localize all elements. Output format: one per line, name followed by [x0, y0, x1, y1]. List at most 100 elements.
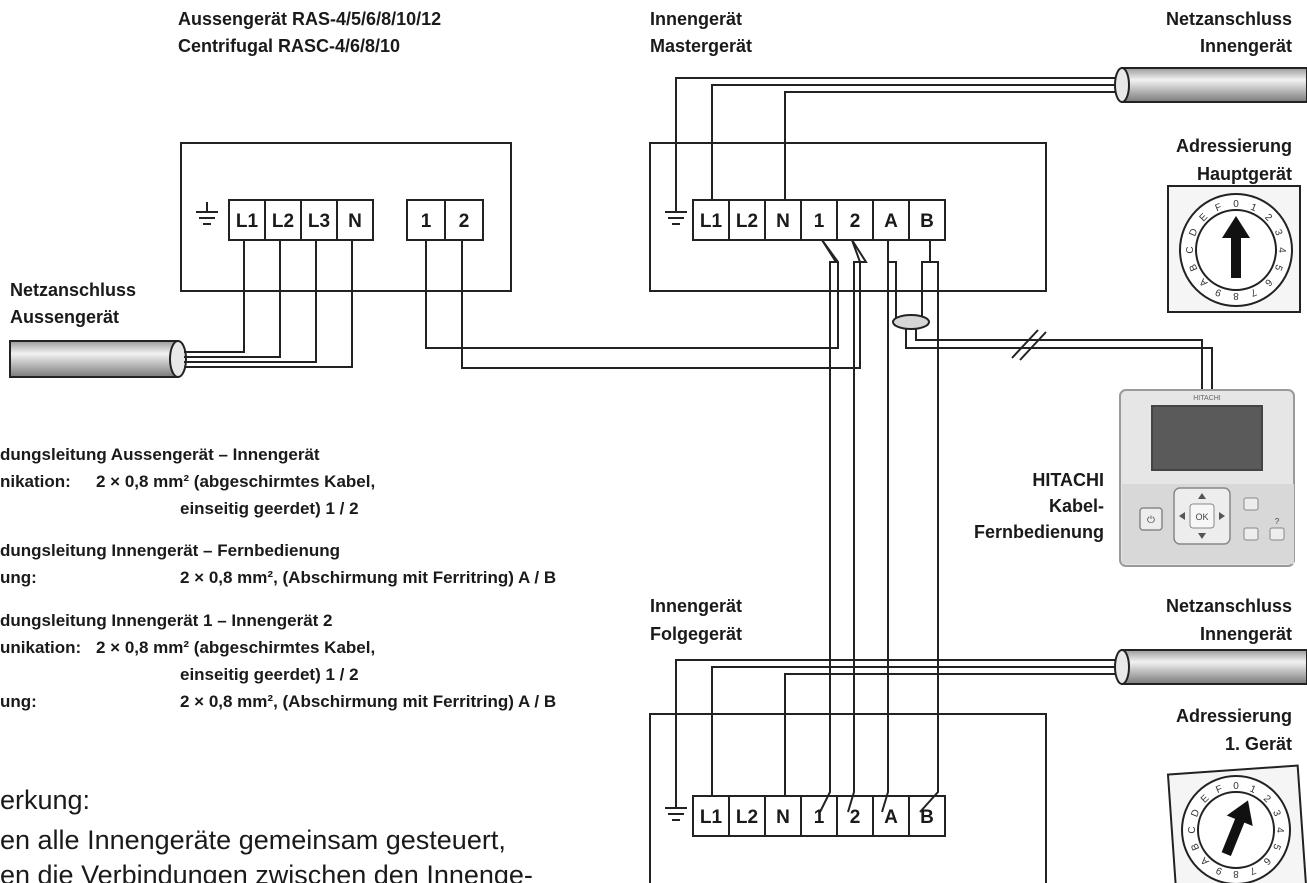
note-1-heading: dungsleitung Aussengerät – Innengerät — [0, 445, 320, 464]
dial-digit: B — [1189, 841, 1202, 852]
note-1-prefix: nikation: — [0, 472, 71, 491]
terminal-label: N — [348, 211, 362, 232]
outdoor-power-cable — [9, 340, 187, 378]
remark-line-2: en die Verbindungen zwischen den Innenge… — [0, 860, 533, 883]
remote-brand-text: HITACHI — [1193, 395, 1221, 402]
dial-digit: 5 — [1270, 842, 1282, 852]
remote-display — [1151, 405, 1263, 471]
terminal-label: L1 — [700, 807, 723, 828]
note-3-heading: dungsleitung Innengerät 1 – Innengerät 2 — [0, 611, 333, 630]
remote-name-label: Fernbedienung — [974, 522, 1104, 542]
terminal-label: 2 — [459, 211, 470, 232]
note-4-spec: 2 × 0,8 mm², (Abschirmung mit Ferritring… — [180, 692, 556, 711]
terminal-label: 1 — [421, 211, 432, 232]
help-icon: ? — [1275, 517, 1280, 526]
power-outdoor-sublabel: Aussengerät — [10, 307, 119, 327]
terminal-label: A — [884, 807, 898, 828]
follow-ground-icon — [665, 798, 687, 821]
dial-digit: 9 — [1213, 286, 1223, 298]
dial-digit: C — [1185, 246, 1196, 253]
power-indoor-bottom-label: Netzanschluss — [1166, 596, 1292, 616]
power-icon: ⏻ — [1147, 515, 1155, 526]
terminal-label: L3 — [308, 211, 330, 232]
remote-wires-master — [887, 240, 1213, 392]
power-outdoor-label: Netzanschluss — [10, 280, 136, 300]
dial-digit: D — [1188, 227, 1201, 238]
terminal-label: B — [920, 211, 934, 232]
terminal-label: N — [776, 211, 790, 232]
note-1-spec: 2 × 0,8 mm² (abgeschirmtes Kabel, — [96, 472, 375, 491]
terminal-label: L1 — [236, 211, 259, 232]
arrow-pointer-icon — [1221, 800, 1253, 856]
dial-digit: 0 — [1233, 199, 1239, 210]
note-4-prefix: ung: — [0, 692, 37, 711]
dial-digit: 8 — [1233, 868, 1239, 879]
terminal-label: 2 — [850, 211, 861, 232]
dial-digit: D — [1189, 808, 1202, 819]
master-power-wires — [675, 77, 1116, 202]
dial-digit: 5 — [1272, 263, 1284, 273]
master-unit-sublabel: Mastergerät — [650, 36, 752, 56]
arrow-right-icon — [1219, 512, 1225, 520]
follow-terminal-block: L1 L2 N 1 2 A B — [692, 795, 946, 837]
remark-heading: erkung: — [0, 785, 90, 815]
outdoor-terminal-block: L1 L2 L3 N — [228, 199, 374, 241]
outdoor-ground-icon — [196, 202, 218, 225]
remote-control[interactable]: HITACHI ⏻ OK ? — [1119, 389, 1295, 567]
master-unit-box — [649, 142, 1047, 292]
follow-power-wires — [675, 659, 1116, 798]
dial-digit: 3 — [1272, 228, 1284, 238]
terminal-label: N — [776, 807, 790, 828]
power-button[interactable] — [1139, 507, 1163, 531]
master-power-cable — [1114, 67, 1307, 103]
outdoor-power-wires — [184, 240, 353, 368]
dial-digit: 4 — [1276, 247, 1287, 253]
dial-digit: 3 — [1270, 809, 1282, 819]
dial-digit: 9 — [1214, 864, 1224, 876]
outdoor-unit-subtitle: Centrifugal RASC-4/6/8/10 — [178, 36, 400, 56]
addressing-main-label: Adressierung — [1176, 136, 1292, 156]
outdoor-unit-title: Aussengerät RAS-4/5/6/8/10/12 — [178, 9, 441, 29]
terminal-label: 2 — [850, 807, 861, 828]
follow-unit-label: Innengerät — [650, 596, 742, 616]
terminal-label: A — [884, 211, 898, 232]
ferrite-ring-icon — [892, 314, 930, 330]
note-3-spec-cont: einseitig geerdet) 1 / 2 — [180, 665, 359, 684]
ok-label: OK — [1195, 512, 1208, 522]
dial-digit: F — [1214, 202, 1224, 215]
help-button[interactable] — [1269, 527, 1285, 541]
power-indoor-top-sublabel: Innengerät — [1200, 36, 1292, 56]
comm-wires-outdoor-master — [425, 239, 861, 369]
dial-digit: 7 — [1248, 286, 1258, 298]
terminal-label: 1 — [814, 211, 825, 232]
addressing-main-sublabel: Hauptgerät — [1197, 164, 1292, 184]
addressing-first-sublabel: 1. Gerät — [1225, 734, 1292, 754]
power-indoor-top-label: Netzanschluss — [1166, 9, 1292, 29]
note-2-heading: dungsleitung Innengerät – Fernbedienung — [0, 541, 340, 560]
dial-digit: 1 — [1249, 202, 1259, 214]
power-indoor-bottom-sublabel: Innengerät — [1200, 624, 1292, 644]
note-3-spec: 2 × 0,8 mm² (abgeschirmtes Kabel, — [96, 638, 375, 657]
master-ground-icon — [665, 202, 687, 225]
note-2-spec: 2 × 0,8 mm², (Abschirmung mit Ferritring… — [180, 568, 556, 587]
back-button[interactable] — [1243, 527, 1259, 541]
remote-type-label: Kabel- — [1049, 496, 1104, 516]
terminal-label: L2 — [272, 211, 294, 232]
note-3-prefix: unikation: — [0, 638, 81, 657]
dial-digit: 1 — [1248, 784, 1258, 796]
follow-unit-sublabel: Folgegerät — [650, 624, 742, 644]
remote-brand-label: HITACHI — [1032, 470, 1104, 490]
dial-digit: 4 — [1274, 827, 1285, 833]
arrow-left-icon — [1179, 512, 1185, 520]
menu-button[interactable] — [1243, 497, 1259, 511]
ok-button[interactable] — [1189, 503, 1215, 529]
terminal-label: L2 — [736, 807, 758, 828]
dial-digit: 8 — [1233, 290, 1239, 301]
dial-digit: F — [1214, 784, 1224, 797]
note-1-spec-cont: einseitig geerdet) 1 / 2 — [180, 499, 359, 518]
chain-wires-master-follow — [819, 239, 939, 813]
terminal-label: 1 — [814, 807, 825, 828]
